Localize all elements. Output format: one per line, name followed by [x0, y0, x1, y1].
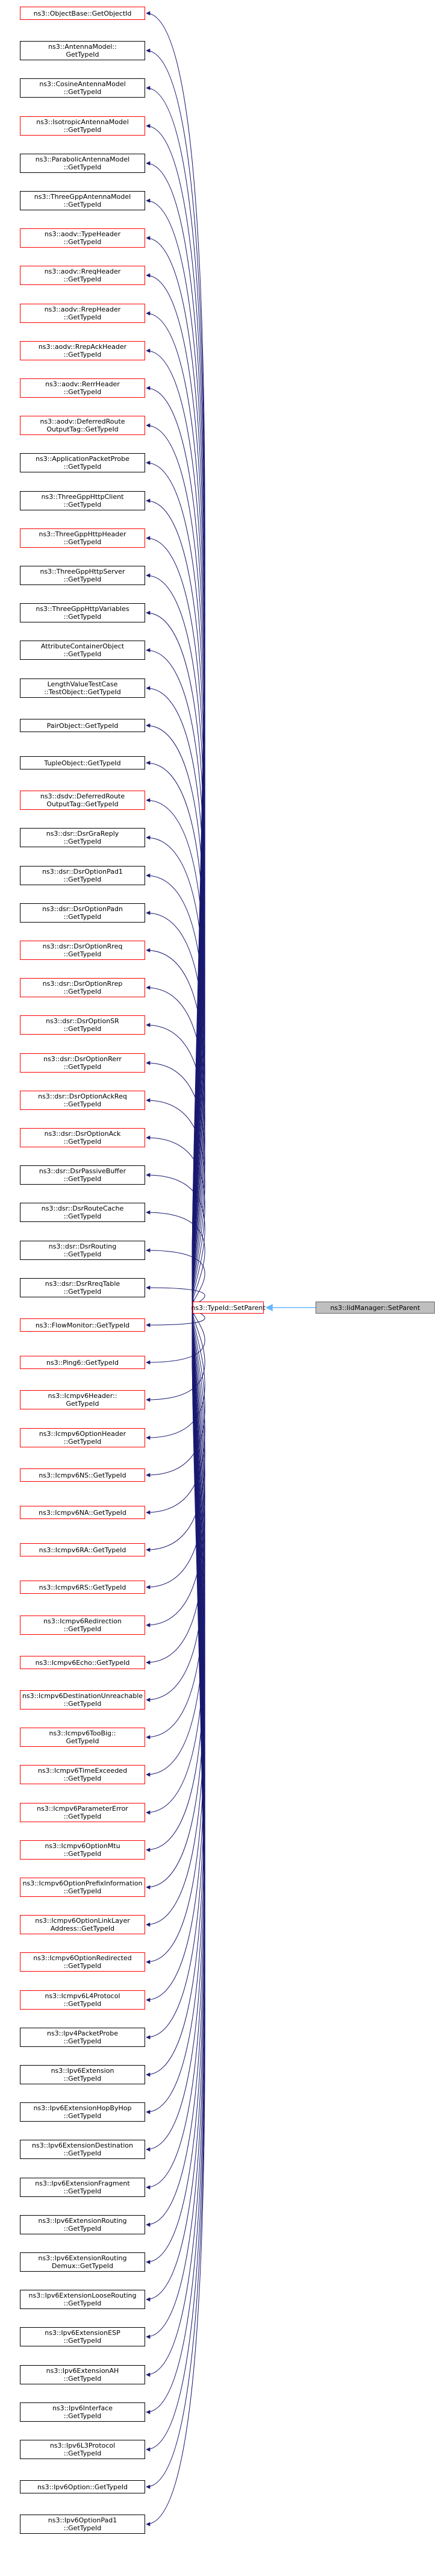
caller-node[interactable]: ns3::dsr::DsrOptionPad1 ::GetTypeId — [20, 866, 145, 885]
call-edge — [146, 1248, 205, 1308]
caller-node[interactable]: ns3::dsr::DsrOptionRrep ::GetTypeId — [20, 978, 145, 997]
caller-node[interactable]: ns3::AntennaModel:: GetTypeId — [20, 41, 145, 60]
caller-node[interactable]: ns3::Ipv6ExtensionHopByHop ::GetTypeId — [20, 2102, 145, 2122]
caller-node[interactable]: ns3::Icmpv6TooBig:: GetTypeId — [20, 1728, 145, 1747]
caller-node[interactable]: ns3::Ping6::GetTypeId — [20, 1356, 145, 1369]
caller-node[interactable]: ns3::Ipv6ExtensionDestination ::GetTypeI… — [20, 2140, 145, 2159]
caller-node[interactable]: ns3::Icmpv6L4Protocol ::GetTypeId — [20, 1990, 145, 2010]
caller-node[interactable]: ns3::ApplicationPacketProbe ::GetTypeId — [20, 453, 145, 472]
caller-node[interactable]: ns3::dsr::DsrRreqTable ::GetTypeId — [20, 1278, 145, 1297]
caller-node[interactable]: ns3::Ipv6L3Protocol ::GetTypeId — [20, 2440, 145, 2459]
caller-node[interactable]: ns3::aodv::TypeHeader ::GetTypeId — [20, 228, 145, 248]
caller-node[interactable]: ns3::FlowMonitor::GetTypeId — [20, 1318, 145, 1332]
caller-node[interactable]: ns3::CosineAntennaModel ::GetTypeId — [20, 78, 145, 98]
caller-node[interactable]: ns3::Ipv6OptionPad1 ::GetTypeId — [20, 2515, 145, 2534]
edge-group — [146, 11, 316, 2527]
caller-node[interactable]: ns3::aodv::RrepAckHeader ::GetTypeId — [20, 341, 145, 360]
caller-node[interactable]: ns3::dsr::DsrPassiveBuffer ::GetTypeId — [20, 1165, 145, 1185]
caller-node[interactable]: ns3::ThreeGppHttpClient ::GetTypeId — [20, 491, 145, 510]
caller-node[interactable]: ns3::aodv::RreqHeader ::GetTypeId — [20, 266, 145, 285]
caller-node[interactable]: ns3::dsr::DsrOptionAckReq ::GetTypeId — [20, 1091, 145, 1110]
caller-node[interactable]: ns3::ObjectBase::GetObjectId — [20, 7, 145, 20]
call-edge — [146, 1210, 205, 1308]
caller-node[interactable]: ns3::dsr::DsrOptionPadn ::GetTypeId — [20, 903, 145, 923]
caller-node[interactable]: ns3::aodv::RrepHeader ::GetTypeId — [20, 304, 145, 323]
caller-node[interactable]: ns3::ThreeGppHttpHeader ::GetTypeId — [20, 528, 145, 548]
caller-node[interactable]: TupleObject::GetTypeId — [20, 756, 145, 769]
caller-node[interactable]: ns3::ThreeGppAntennaModel ::GetTypeId — [20, 191, 145, 210]
caller-node[interactable]: ns3::dsr::DsrOptionAck ::GetTypeId — [20, 1128, 145, 1147]
caller-node[interactable]: ns3::Ipv6ExtensionESP ::GetTypeId — [20, 2327, 145, 2346]
caller-node[interactable]: ns3::Ipv6ExtensionAH ::GetTypeId — [20, 2365, 145, 2384]
caller-node[interactable]: ns3::Icmpv6Echo::GetTypeId — [20, 1656, 145, 1669]
call-edge — [146, 1285, 205, 1308]
caller-node[interactable]: ns3::dsr::DsrRouting ::GetTypeId — [20, 1241, 145, 1260]
caller-node[interactable]: ns3::Icmpv6NA::GetTypeId — [20, 1506, 145, 1519]
caller-node[interactable]: ns3::dsr::DsrGraReply ::GetTypeId — [20, 828, 145, 847]
caller-node[interactable]: ns3::dsdv::DeferredRoute OutputTag::GetT… — [20, 791, 145, 810]
node-iidmanager-setparent: ns3::IidManager::SetParent — [316, 1302, 435, 1314]
caller-node[interactable]: ns3::Ipv6Option::GetTypeId — [20, 2480, 145, 2493]
node-typeid-setparent[interactable]: ns3::TypeId::SetParent — [191, 1302, 266, 1314]
caller-node[interactable]: ns3::Icmpv6TimeExceeded ::GetTypeId — [20, 1765, 145, 1784]
caller-node[interactable]: ns3::Icmpv6NS::GetTypeId — [20, 1468, 145, 1482]
caller-node[interactable]: ns3::Icmpv6Header:: GetTypeId — [20, 1390, 145, 1409]
caller-node[interactable]: ns3::Ipv4PacketProbe ::GetTypeId — [20, 2028, 145, 2047]
caller-node[interactable]: ns3::Ipv6ExtensionRouting ::GetTypeId — [20, 2215, 145, 2234]
caller-node[interactable]: ns3::Icmpv6ParameterError ::GetTypeId — [20, 1803, 145, 1822]
caller-node[interactable]: ns3::Ipv6Extension ::GetTypeId — [20, 2065, 145, 2084]
caller-node[interactable]: PairObject::GetTypeId — [20, 719, 145, 732]
caller-node[interactable]: ns3::ThreeGppHttpVariables ::GetTypeId — [20, 603, 145, 622]
caller-node[interactable]: ns3::Icmpv6RS::GetTypeId — [20, 1581, 145, 1594]
caller-node[interactable]: ns3::Icmpv6OptionMtu ::GetTypeId — [20, 1840, 145, 1860]
caller-node[interactable]: ns3::dsr::DsrOptionSR ::GetTypeId — [20, 1015, 145, 1035]
caller-node[interactable]: ns3::Ipv6ExtensionLooseRouting ::GetType… — [20, 2290, 145, 2309]
caller-node[interactable]: ns3::dsr::DsrRouteCache ::GetTypeId — [20, 1203, 145, 1222]
caller-node[interactable]: ns3::Icmpv6OptionRedirected ::GetTypeId — [20, 1952, 145, 1972]
caller-node[interactable]: ns3::Ipv6Interface ::GetTypeId — [20, 2402, 145, 2422]
caller-node[interactable]: ns3::Icmpv6OptionPrefixInformation ::Get… — [20, 1878, 145, 1897]
caller-node[interactable]: ns3::aodv::RerrHeader ::GetTypeId — [20, 378, 145, 398]
caller-node[interactable]: ns3::aodv::DeferredRoute OutputTag::GetT… — [20, 416, 145, 435]
caller-node[interactable]: ns3::Icmpv6DestinationUnreachable ::GetT… — [20, 1690, 145, 1709]
caller-node[interactable]: ns3::dsr::DsrOptionRerr ::GetTypeId — [20, 1053, 145, 1073]
caller-node[interactable]: ns3::IsotropicAntennaModel ::GetTypeId — [20, 116, 145, 136]
caller-node[interactable]: ns3::Icmpv6RA::GetTypeId — [20, 1543, 145, 1556]
caller-node[interactable]: ns3::ThreeGppHttpServer ::GetTypeId — [20, 566, 145, 585]
caller-node[interactable]: LengthValueTestCase ::TestObject::GetTyp… — [20, 678, 145, 698]
caller-node[interactable]: ns3::Ipv6ExtensionRouting Demux::GetType… — [20, 2252, 145, 2272]
caller-node[interactable]: ns3::Icmpv6Redirection ::GetTypeId — [20, 1615, 145, 1635]
caller-node[interactable]: AttributeContainerObject ::GetTypeId — [20, 641, 145, 660]
caller-node[interactable]: ns3::dsr::DsrOptionRreq ::GetTypeId — [20, 941, 145, 960]
call-edge — [146, 1307, 205, 2527]
caller-node[interactable]: ns3::ParabolicAntennaModel ::GetTypeId — [20, 154, 145, 173]
caller-node[interactable]: ns3::Ipv6ExtensionFragment ::GetTypeId — [20, 2178, 145, 2197]
caller-node[interactable]: ns3::Icmpv6OptionHeader ::GetTypeId — [20, 1428, 145, 1447]
caller-node[interactable]: ns3::Icmpv6OptionLinkLayer Address::GetT… — [20, 1915, 145, 1934]
